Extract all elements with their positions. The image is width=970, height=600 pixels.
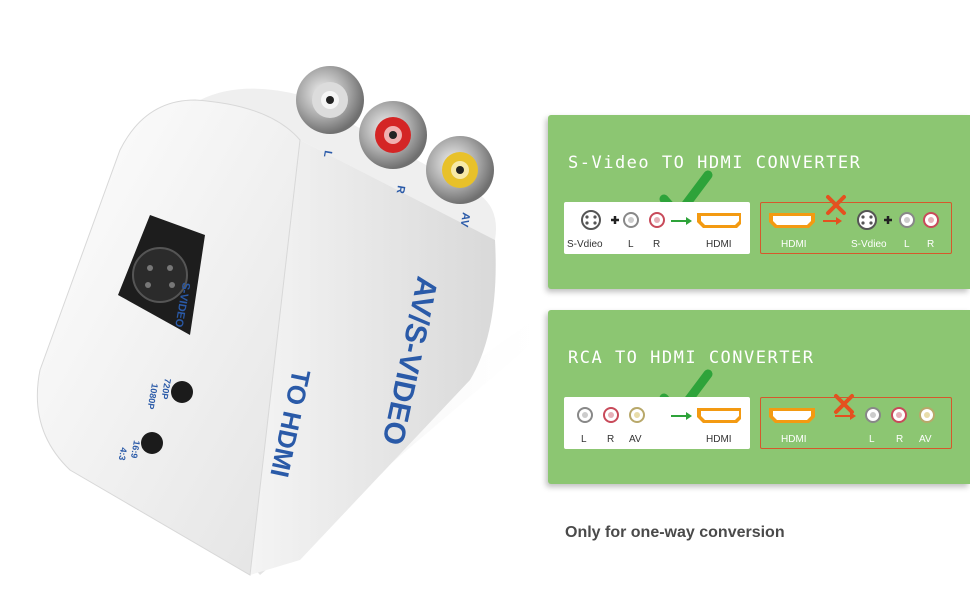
rca-white-icon bbox=[623, 212, 639, 228]
rca-converter-panel: RCA TO HDMI CONVERTER L R AV HDMI bbox=[548, 310, 970, 484]
one-way-note: Only for one-way conversion bbox=[565, 524, 785, 541]
device-side-face bbox=[36, 99, 301, 576]
rca-red-icon bbox=[891, 407, 907, 423]
resolution-button[interactable] bbox=[171, 381, 193, 403]
rca-white-icon bbox=[865, 407, 881, 423]
unsupported-direction-card: HDMI L R AV bbox=[760, 397, 952, 449]
label-r: R bbox=[607, 434, 615, 445]
arrow-right-icon bbox=[835, 412, 856, 420]
label-hdmi: HDMI bbox=[781, 239, 807, 250]
hdmi-connector-icon bbox=[697, 213, 741, 228]
rca-white-icon bbox=[577, 407, 593, 423]
label-l: L bbox=[581, 434, 587, 445]
arrow-right-icon bbox=[671, 217, 692, 225]
svideo-converter-panel: S-Video TO HDMI CONVERTER S-Vdieo L bbox=[548, 115, 970, 289]
plus-icon bbox=[884, 216, 892, 224]
rca-white-icon bbox=[899, 212, 915, 228]
cross-icon bbox=[826, 195, 846, 215]
aspect-ratio-button[interactable] bbox=[141, 432, 163, 454]
svideo-connector-icon bbox=[857, 210, 877, 230]
label-l: L bbox=[904, 239, 910, 250]
hdmi-connector-icon bbox=[769, 213, 815, 228]
rca-jack-left bbox=[296, 66, 364, 134]
jack-label-av: AV bbox=[457, 211, 471, 228]
rca-yellow-icon bbox=[629, 407, 645, 423]
label-av: AV bbox=[629, 434, 642, 445]
label-svideo: S-Vdieo bbox=[567, 239, 603, 250]
hdmi-connector-icon bbox=[697, 408, 741, 423]
plus-icon bbox=[611, 216, 619, 224]
rca-yellow-icon bbox=[919, 407, 935, 423]
label-l: L bbox=[869, 434, 875, 445]
jack-label-l: L bbox=[321, 149, 334, 158]
hdmi-connector-icon bbox=[769, 408, 815, 423]
supported-direction-card: S-Vdieo L R HDMI bbox=[564, 202, 750, 254]
label-hdmi: HDMI bbox=[706, 434, 732, 445]
svideo-connector-icon bbox=[581, 210, 601, 230]
aspect-label-top: 16:9 bbox=[129, 440, 142, 459]
svideo-port bbox=[132, 247, 188, 303]
label-hdmi: HDMI bbox=[781, 434, 807, 445]
resolution-label-top: 720P bbox=[159, 378, 173, 400]
rca-jack-right bbox=[359, 101, 427, 169]
label-r: R bbox=[653, 239, 661, 250]
label-svideo: S-Vdieo bbox=[851, 239, 887, 250]
resolution-label-bottom: 1080P bbox=[146, 383, 160, 410]
label-av: AV bbox=[919, 434, 932, 445]
label-hdmi: HDMI bbox=[706, 239, 732, 250]
rca-red-icon bbox=[603, 407, 619, 423]
aspect-label-bottom: 4:3 bbox=[117, 447, 129, 462]
rca-red-icon bbox=[923, 212, 939, 228]
panel-title: RCA TO HDMI CONVERTER bbox=[568, 348, 815, 368]
panel-title: S-Video TO HDMI CONVERTER bbox=[568, 153, 862, 173]
label-l: L bbox=[628, 239, 634, 250]
label-r: R bbox=[927, 239, 935, 250]
device-front-face bbox=[250, 140, 496, 575]
arrow-right-icon bbox=[823, 217, 842, 225]
unsupported-direction-card: HDMI S-Vdieo L R bbox=[760, 202, 952, 254]
arrow-right-icon bbox=[671, 412, 692, 420]
jack-label-r: R bbox=[394, 184, 407, 194]
supported-direction-card: L R AV HDMI bbox=[564, 397, 750, 449]
rca-jack-video bbox=[426, 136, 494, 204]
converter-device: S-VIDEO 720P 1080P 16:9 4:3 AV/S-VIDEO T… bbox=[36, 66, 560, 576]
rca-red-icon bbox=[649, 212, 665, 228]
label-r: R bbox=[896, 434, 904, 445]
